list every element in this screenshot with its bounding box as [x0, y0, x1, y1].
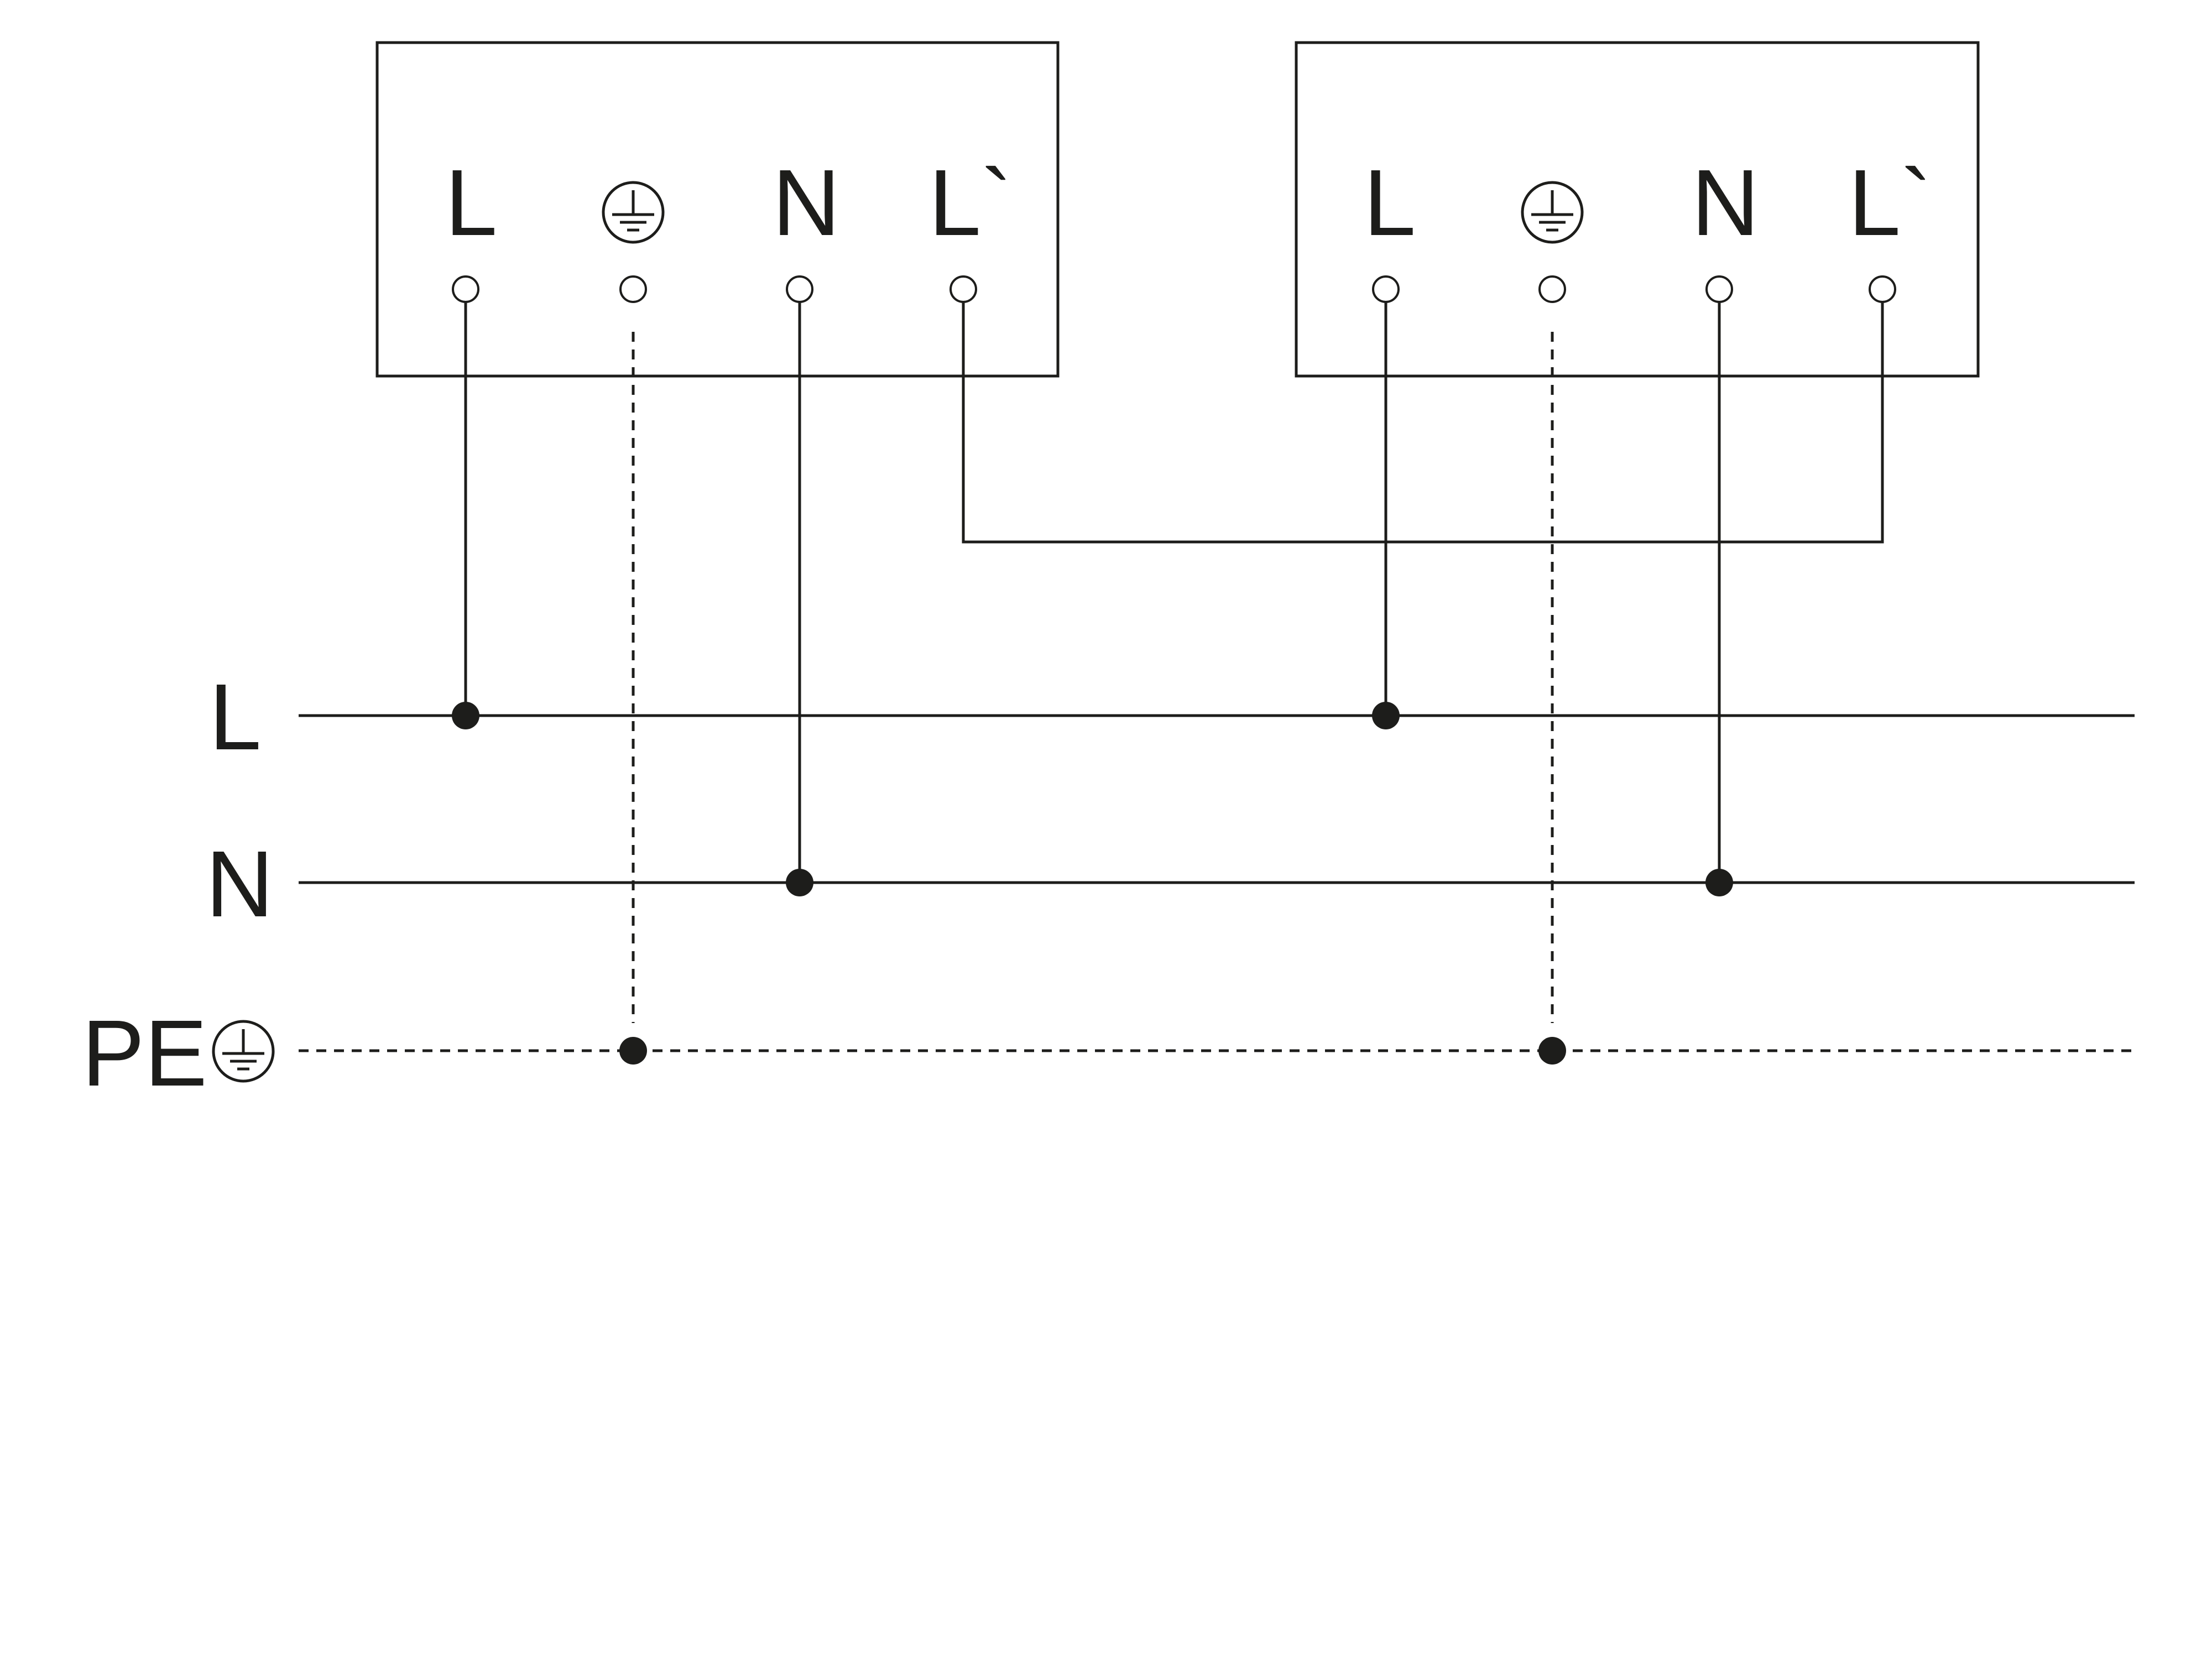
device-2: L N L` — [1295, 41, 1980, 378]
device-2-terminal-n — [1705, 275, 1733, 303]
device-1-earth-icon — [602, 181, 665, 244]
device-1-terminal-l-label: L — [445, 150, 498, 255]
device-2-housing — [1295, 41, 1980, 378]
device-2-terminal-pe — [1538, 275, 1566, 303]
busbar-l-label: L — [209, 665, 262, 770]
device-1-terminal-n-label: N — [773, 150, 841, 255]
junction-device-1-l — [452, 702, 479, 729]
busbar-n-label: N — [206, 832, 274, 937]
device-1-terminal-n — [786, 275, 813, 303]
device-1-housing — [375, 41, 1060, 378]
device-2-terminal-n-label: N — [1692, 150, 1760, 255]
device-2-terminal-l-label: L — [1364, 150, 1416, 255]
device-2-terminal-l-prime — [1869, 275, 1896, 303]
junction-device-2-pe — [1538, 1037, 1566, 1065]
device-1-terminal-l-prime-label: L` — [928, 150, 1012, 255]
device-1-terminal-l-prime — [950, 275, 977, 303]
device-2-earth-icon — [1521, 181, 1584, 244]
device-2-terminal-l-prime-label: L` — [1848, 150, 1932, 255]
junction-device-1-pe — [619, 1037, 647, 1065]
junction-device-2-l — [1372, 702, 1400, 729]
l-prime-link-wire — [962, 302, 1884, 544]
busbar-pe-label: PE — [82, 1001, 207, 1106]
device-2-terminal-l — [1372, 275, 1400, 303]
device-1: L N L` — [375, 41, 1060, 378]
junction-device-1-n — [786, 869, 813, 896]
device-1-terminal-pe — [619, 275, 647, 303]
device-1-terminal-l — [452, 275, 479, 303]
junction-device-2-n — [1705, 869, 1733, 896]
busbar-pe-earth-icon — [212, 1020, 275, 1083]
